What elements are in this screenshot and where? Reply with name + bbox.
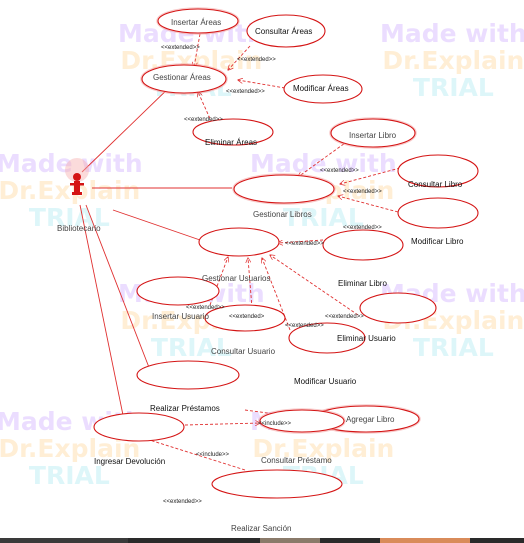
rel-consultar-usuario (248, 258, 253, 309)
use-case-insertar-usuario[interactable] (136, 276, 220, 306)
use-case-realizar-sancion[interactable] (211, 469, 343, 499)
rel-consultar-prestamo (184, 423, 260, 425)
rel-modificar-areas (238, 80, 286, 89)
use-case-consultar-libro[interactable] (397, 154, 479, 188)
label-insertar-areas: Insertar Áreas (171, 18, 221, 27)
rel-modificar-libro (338, 196, 399, 213)
use-case-insertar-areas[interactable] (157, 8, 239, 34)
use-case-modificar-areas[interactable] (283, 74, 363, 104)
label-eliminar-libro: Eliminar Libro (338, 279, 387, 288)
use-case-labels: Insertar Áreas Consultar Áreas Gestionar… (94, 18, 464, 533)
rel-insertar-areas (194, 33, 201, 67)
label-modificar-usuario: Modificar Usuario (294, 377, 357, 386)
label-consultar-areas: Consultar Áreas (255, 27, 312, 36)
stereotype-extended: <<extended>> (186, 305, 225, 311)
use-case-eliminar-libro-2[interactable] (359, 292, 437, 324)
assoc-gestionar-usuarios (112, 209, 201, 241)
rel-consultar-libro (340, 167, 401, 184)
label-modificar-areas: Modificar Áreas (293, 84, 349, 93)
use-case-insertar-libro[interactable] (330, 118, 416, 148)
label-consultar-prestamo: Consultar Préstamo (261, 456, 332, 465)
actor-head (73, 173, 81, 181)
stereotype-labels: <<extended>> <<extended>> <<extended>> <… (161, 45, 382, 505)
label-consultar-usuario: Consultar Usuario (211, 347, 276, 356)
actor-label: Bibliotecario (57, 224, 101, 233)
label-consultar-libro: Consultar Libro (408, 180, 463, 189)
use-cases (93, 7, 479, 499)
stereotype-extended: <<extended>> (226, 89, 265, 95)
stereotype-extended: <<extended>> (343, 225, 382, 231)
rel-eliminar-areas (198, 92, 213, 124)
use-case-gestionar-libros[interactable] (233, 174, 335, 204)
rel-modificar-usuario (270, 255, 359, 316)
stereotype-extended: <<extended>> (184, 117, 223, 123)
rel-consultar-areas (228, 45, 251, 70)
use-case-eliminar-usuario[interactable] (288, 322, 366, 354)
label-ingresar-devolucion: Ingresar Devolución (94, 457, 165, 466)
stereotype-extended: <<extended>> (237, 57, 276, 63)
use-case-realizar-prestamos[interactable] (93, 412, 185, 442)
stereotype-extended: <<extended>> (325, 314, 364, 320)
label-eliminar-areas: Eliminar Áreas (205, 138, 257, 147)
use-case-gestionar-areas[interactable] (141, 64, 227, 94)
assoc-realizar-prestamos (79, 204, 125, 421)
rel-insertar-usuario (209, 257, 228, 306)
label-eliminar-usuario: Eliminar Usuario (337, 334, 396, 343)
assoc-gestionar-areas (81, 81, 176, 173)
stereotype-include: <<include>> (258, 421, 292, 427)
stereotype-extended: <<extended>> (285, 241, 324, 247)
actor-bibliotecario[interactable]: Bibliotecario (57, 158, 101, 233)
assoc-modificar-usuario (85, 204, 151, 371)
use-case-eliminar-libro[interactable] (322, 229, 404, 261)
stereotype-extended: <<extended>> (285, 323, 324, 329)
stereotype-extended: <<extended>> (163, 499, 202, 505)
use-case-consultar-prestamo[interactable] (259, 409, 345, 433)
label-realizar-sancion: Realizar Sanción (231, 524, 291, 533)
stereotype-extended: <<extended> (229, 314, 265, 320)
associations (79, 81, 232, 421)
use-case-eliminar-areas[interactable] (192, 118, 274, 146)
label-agregar-libro: Agregar Libro (346, 415, 395, 424)
rel-eliminar-libro (278, 239, 324, 243)
label-insertar-usuario: Insertar Usuario (152, 312, 209, 321)
use-case-consultar-areas[interactable] (246, 14, 326, 48)
label-gestionar-libros: Gestionar Libros (253, 210, 312, 219)
stereotype-extended: <<extended>> (343, 189, 382, 195)
label-gestionar-areas: Gestionar Áreas (153, 73, 211, 82)
stereotype-extended: <<extended>> (161, 45, 200, 51)
stereotype-include: <<include>> (196, 452, 230, 458)
use-case-gestionar-usuarios[interactable] (198, 227, 280, 257)
actor-body (74, 181, 80, 192)
stereotype-extended: <<extended>> (320, 168, 359, 174)
label-realizar-prestamos: Realizar Préstamos (150, 404, 220, 413)
label-insertar-libro: Insertar Libro (349, 131, 397, 140)
label-modificar-libro: Modificar Libro (411, 237, 464, 246)
rel-realizar-sancion (140, 437, 246, 471)
use-case-modificar-usuario[interactable] (136, 360, 240, 390)
use-case-modificar-libro[interactable] (397, 197, 479, 229)
use-case-consultar-usuario[interactable] (204, 304, 286, 332)
bottom-bar (0, 538, 524, 543)
label-gestionar-usuarios: Gestionar Usuarios (202, 274, 270, 283)
